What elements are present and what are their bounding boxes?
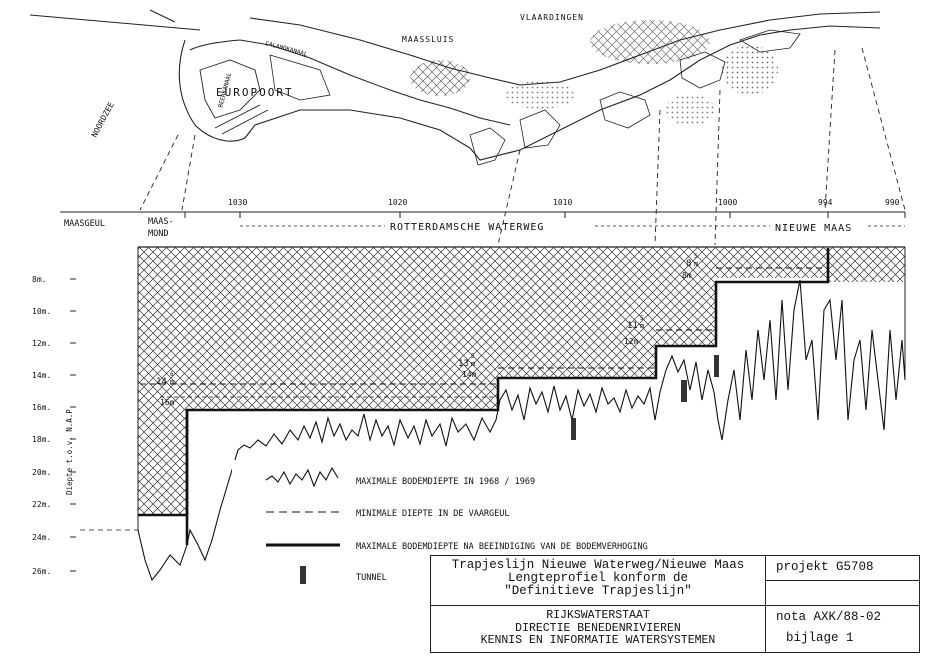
svg-text:5: 5: [471, 353, 475, 360]
depth-tick-14: 14m.: [32, 371, 51, 380]
step-label-3: 11 5 m 12m: [624, 315, 644, 346]
title-block-empty-cell: [766, 581, 919, 606]
svg-text:m: m: [170, 378, 174, 386]
legend-label-min-depth: MINIMALE DIEPTE IN DE VAARGEUL: [356, 509, 510, 519]
section-labels: MAASGEUL MAAS- MOND ROTTERDAMSCHE WATERW…: [64, 217, 905, 239]
depth-tick-16: 16m.: [32, 403, 51, 412]
depth-tick-24: 24m.: [32, 533, 51, 542]
tunnel-marker: [681, 380, 687, 402]
map-europoort-land: [178, 25, 881, 161]
title-block-title: Trapjeslijn Nieuwe Waterweg/Nieuwe Maas …: [431, 556, 766, 606]
title-line-1: Trapjeslijn Nieuwe Waterweg/Nieuwe Maas: [451, 558, 745, 572]
title-block-projekt: projekt G5708: [766, 556, 919, 581]
section-maasmond-1: MAAS-: [148, 217, 174, 227]
map-label-noordzee: NOORDZEE: [90, 101, 116, 139]
legend: MAXIMALE BODEMDIEPTE IN 1968 / 1969 MINI…: [232, 460, 648, 588]
legend-label-max-depth: MAXIMALE BODEMDIEPTE IN 1968 / 1969: [356, 477, 535, 487]
depth-tick-10: 10m.: [32, 307, 51, 316]
port-map: NOORDZEE EUROPOORT MAASSLUIS VLAARDINGEN…: [29, 9, 881, 166]
title-block-bijlage: bijlage 1: [786, 631, 854, 645]
depth-tick-18: 18m.: [32, 435, 51, 444]
svg-text:5: 5: [694, 253, 698, 260]
step-label-1: 14 6 m 16m: [156, 371, 175, 407]
legend-label-tunnel: TUNNEL: [356, 573, 387, 583]
tunnel-marker: [571, 418, 576, 440]
svg-text:14m: 14m: [462, 370, 477, 379]
section-maasgeul: MAASGEUL: [64, 219, 105, 229]
title-block-nota: nota AXK/88-02: [776, 610, 882, 624]
section-nieuwe-maas: NIEUWE MAAS: [775, 223, 852, 234]
svg-text:16m: 16m: [160, 398, 175, 407]
depth-tick-22: 22m.: [32, 500, 51, 509]
map-maassluis-builtup: [410, 60, 470, 96]
legend-label-max-after: MAXIMALE BODEMDIEPTE NA BEEINDIGING VAN …: [356, 542, 648, 552]
step-label-4: 8 5 m 8m: [682, 253, 698, 280]
title-line-3: "Definitieve Trapjeslijn": [504, 584, 692, 598]
km-label-994: 994: [818, 198, 833, 207]
km-label-1000: 1000: [718, 198, 737, 207]
section-rotterdamsche-waterweg: ROTTERDAMSCHE WATERWEG: [390, 222, 544, 233]
hatched-fill: [138, 247, 905, 515]
svg-text:12m: 12m: [624, 337, 639, 346]
depth-tick-26: 26m.: [32, 567, 51, 576]
depth-tick-8: 8m.: [32, 275, 46, 284]
section-maasmond-2: MOND: [148, 229, 168, 239]
map-label-vlaardingen: VLAARDINGEN: [520, 13, 584, 22]
depth-axis-label: Diepte t.o.v. N.A.P.: [65, 405, 74, 495]
svg-text:8: 8: [686, 259, 691, 269]
legend-swatch-tunnel: [300, 566, 306, 584]
map-label-maassluis: MAASSLUIS: [402, 35, 454, 44]
depth-tick-20: 20m.: [32, 468, 51, 477]
profile-area: 14 6 m 16m 13 5 m 14m 11 5 m 12m 8 5 m 8…: [80, 246, 906, 582]
svg-text:m: m: [694, 260, 698, 268]
org-line-3: KENNIS EN INFORMATIE WATERSYSTEMEN: [480, 634, 716, 647]
org-line-1: RIJKSWATERSTAAT: [546, 609, 650, 622]
svg-text:5: 5: [640, 315, 644, 322]
title-line-2: Lengteprofiel konform de: [507, 571, 689, 585]
svg-text:14: 14: [156, 377, 167, 387]
legend-swatch-max-depth: [265, 466, 339, 488]
svg-text:m: m: [640, 322, 644, 330]
step-label-2: 13 5 m 14m: [458, 353, 477, 379]
map-coastline: [29, 9, 201, 31]
map-vlaardingen-builtup: [590, 20, 710, 64]
kilometer-axis: 1030 1020 1010 1000 994 990: [60, 198, 906, 218]
tunnel-marker: [714, 355, 719, 377]
projection-lines: [139, 47, 906, 246]
km-label-1010: 1010: [553, 198, 572, 207]
depth-tick-12: 12m.: [32, 339, 51, 348]
org-line-2: DIRECTIE BENEDENRIVIEREN: [515, 621, 681, 635]
svg-text:13: 13: [458, 359, 469, 369]
km-label-1030: 1030: [228, 198, 247, 207]
km-label-990: 990: [885, 198, 900, 207]
title-block: Trapjeslijn Nieuwe Waterweg/Nieuwe Maas …: [430, 555, 920, 653]
svg-text:6: 6: [170, 371, 174, 378]
depth-axis: Diepte t.o.v. N.A.P. 8m. 10m. 12m. 14m. …: [32, 275, 76, 576]
bottom-profile-1968: [137, 279, 906, 582]
svg-text:m: m: [471, 360, 475, 368]
svg-text:8m: 8m: [682, 271, 692, 280]
title-block-organisation: RIJKSWATERSTAAT DIRECTIE BENEDENRIVIEREN…: [431, 606, 766, 652]
svg-text:11: 11: [627, 321, 638, 331]
map-label-europoort: EUROPOORT: [216, 86, 294, 99]
km-label-1020: 1020: [388, 198, 407, 207]
